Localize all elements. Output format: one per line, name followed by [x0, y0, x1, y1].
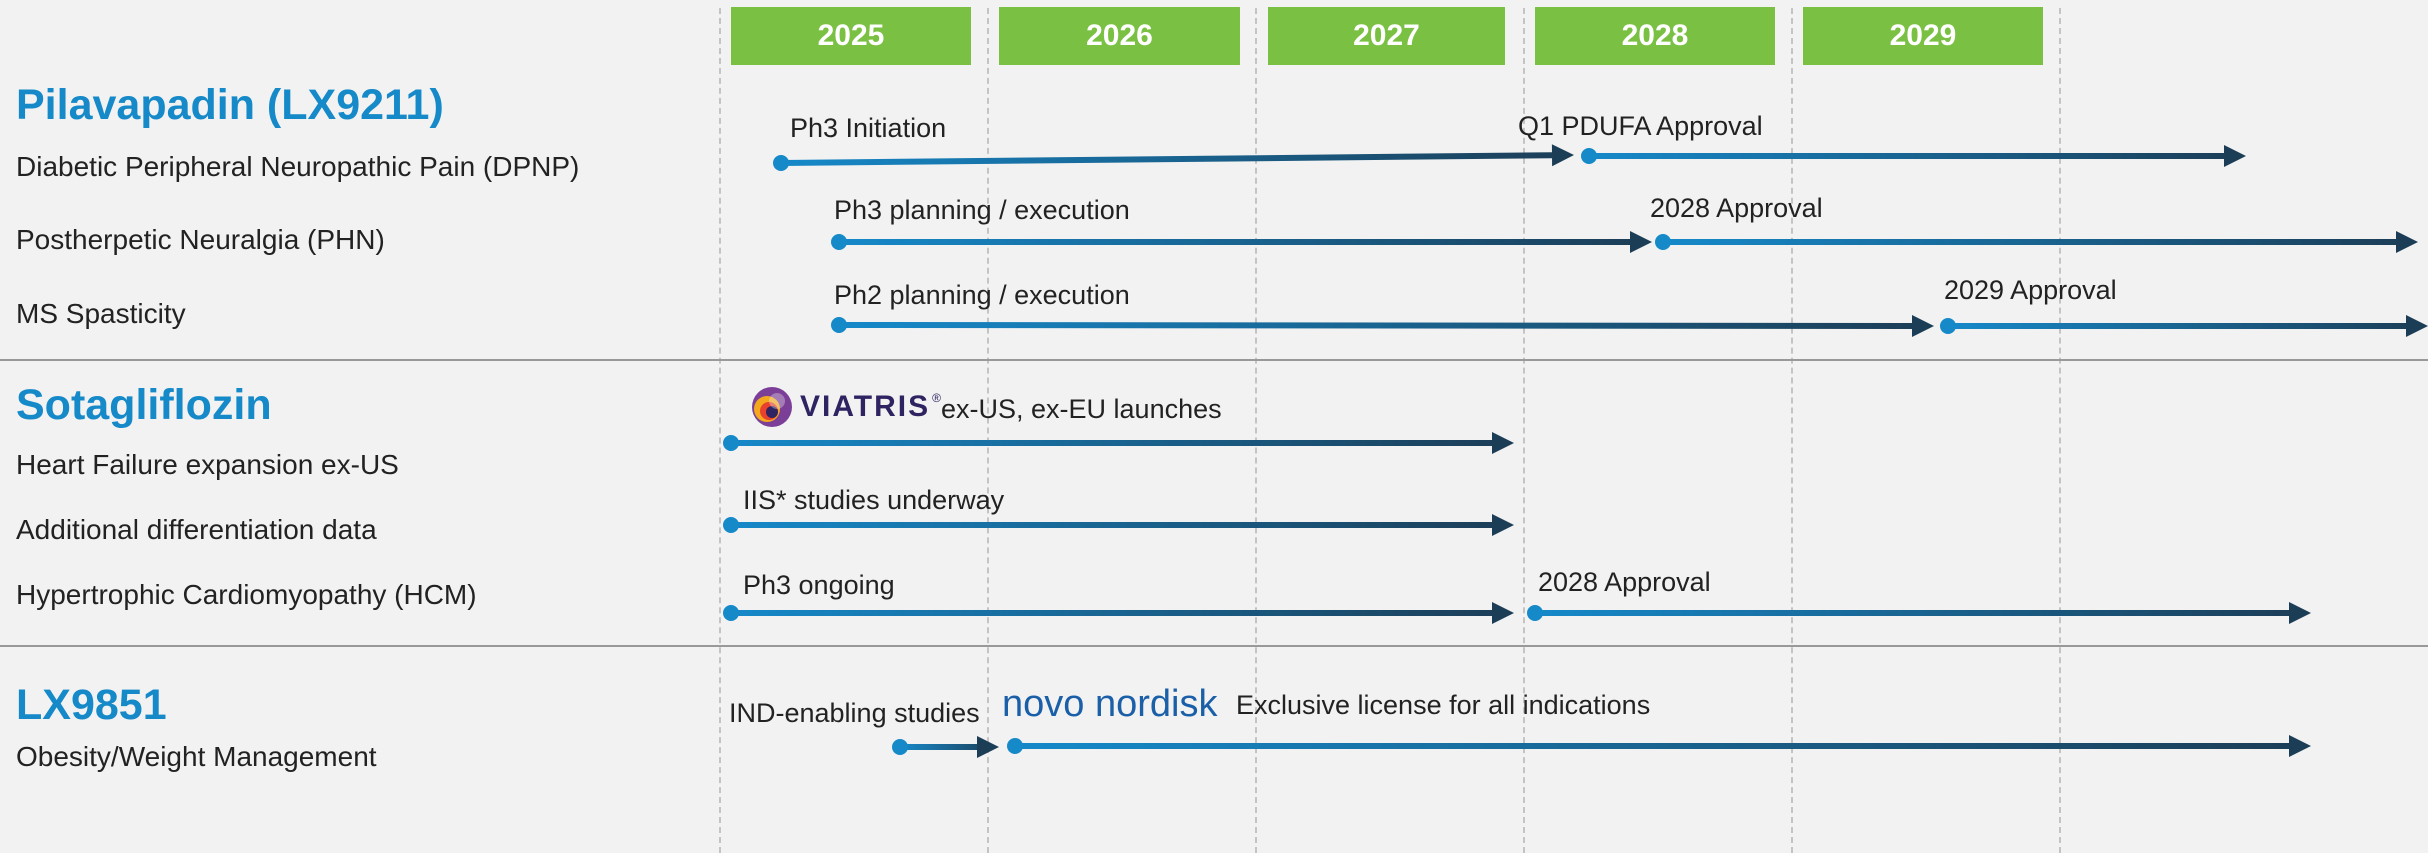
- arrow-hf-launch: [723, 432, 1514, 454]
- milestone-label-phn-approval: 2028 Approval: [1650, 193, 1823, 223]
- arrow-phn-approval-start-dot: [1655, 234, 1671, 250]
- year-header-2028: 2028: [1535, 7, 1775, 65]
- drug-name-lx9851: LX9851: [16, 681, 167, 729]
- year-gridline: [1523, 8, 1525, 853]
- arrow-ind-enabling: [892, 736, 999, 758]
- arrow-ms-approval: [1940, 315, 2428, 337]
- milestone-label-iis: IIS* studies underway: [743, 485, 1005, 515]
- indication-phn: Postherpetic Neuralgia (PHN): [16, 224, 385, 255]
- section-divider: [0, 359, 2428, 361]
- arrow-hcm-approval: [1527, 602, 2311, 624]
- viatris-emblem-icon: [752, 387, 792, 427]
- arrow-hcm-approval-start-dot: [1527, 605, 1543, 621]
- arrow-hcm-ph3: [723, 602, 1514, 624]
- milestone-label-phn-ph3: Ph3 planning / execution: [834, 195, 1130, 225]
- year-gridline: [2059, 8, 2061, 853]
- arrow-license-start-dot: [1007, 738, 1023, 754]
- indication-obesity: Obesity/Weight Management: [16, 741, 377, 772]
- milestone-label-hcm-approval: 2028 Approval: [1538, 567, 1711, 597]
- viatris-registered-mark: ®: [932, 391, 941, 405]
- arrow-phn-ph3: [831, 231, 1652, 253]
- arrow-hcm-ph3-start-dot: [723, 605, 739, 621]
- arrow-hf-launch-start-dot: [723, 435, 739, 451]
- novo-nordisk-logo: novo nordisk: [1002, 683, 1218, 725]
- indication-heart-failure: Heart Failure expansion ex-US: [16, 449, 399, 480]
- milestone-label-ind-enabling: IND-enabling studies: [729, 698, 980, 728]
- indication-hcm: Hypertrophic Cardiomyopathy (HCM): [16, 579, 477, 610]
- milestone-label-dpnp-ph3: Ph3 Initiation: [790, 113, 947, 143]
- arrow-dpnp-ph3: [773, 144, 1574, 171]
- arrow-dpnp-approval-start-dot: [1581, 148, 1597, 164]
- milestone-label-hcm-ph3: Ph3 ongoing: [743, 570, 895, 600]
- milestone-label-dpnp-pdufa: Q1 PDUFA Approval: [1518, 111, 1763, 141]
- arrow-ind-enabling-start-dot: [892, 739, 908, 755]
- arrow-iis-start-dot: [723, 517, 739, 533]
- arrow-license: [1007, 735, 2311, 757]
- arrow-dpnp-approval: [1581, 145, 2246, 167]
- milestone-label-ms-approval: 2029 Approval: [1944, 275, 2117, 305]
- arrow-iis: [723, 514, 1514, 536]
- year-header-2029: 2029: [1803, 7, 2043, 65]
- year-header-2026: 2026: [999, 7, 1240, 65]
- viatris-logo: VIATRIS ®: [750, 385, 941, 429]
- year-gridline: [719, 8, 721, 853]
- year-gridline: [1791, 8, 1793, 853]
- milestone-label-ms-ph2: Ph2 planning / execution: [834, 280, 1130, 310]
- viatris-wordmark: VIATRIS: [800, 390, 931, 423]
- year-header-2027: 2027: [1268, 7, 1505, 65]
- year-gridline: [987, 8, 989, 853]
- drug-name-pilavapadin: Pilavapadin (LX9211): [16, 81, 444, 129]
- milestone-label-license: Exclusive license for all indications: [1236, 690, 1651, 720]
- year-header-2025: 2025: [731, 7, 971, 65]
- indication-ms-spasticity: MS Spasticity: [16, 298, 186, 329]
- arrow-ms-ph2-start-dot: [831, 317, 847, 333]
- arrow-phn-ph3-start-dot: [831, 234, 847, 250]
- indication-dpnp: Diabetic Peripheral Neuropathic Pain (DP…: [16, 151, 580, 182]
- section-divider: [0, 645, 2428, 647]
- indication-differentiation-data: Additional differentiation data: [16, 514, 377, 545]
- arrow-ms-ph2: [831, 315, 1934, 337]
- drug-name-sotagliflozin: Sotagliflozin: [16, 381, 272, 429]
- year-gridline: [1255, 8, 1257, 853]
- milestone-label-hf-launch: ex-US, ex-EU launches: [941, 394, 1222, 424]
- arrow-phn-approval: [1655, 231, 2418, 253]
- arrow-dpnp-ph3-start-dot: [773, 155, 789, 171]
- arrow-ms-approval-start-dot: [1940, 318, 1956, 334]
